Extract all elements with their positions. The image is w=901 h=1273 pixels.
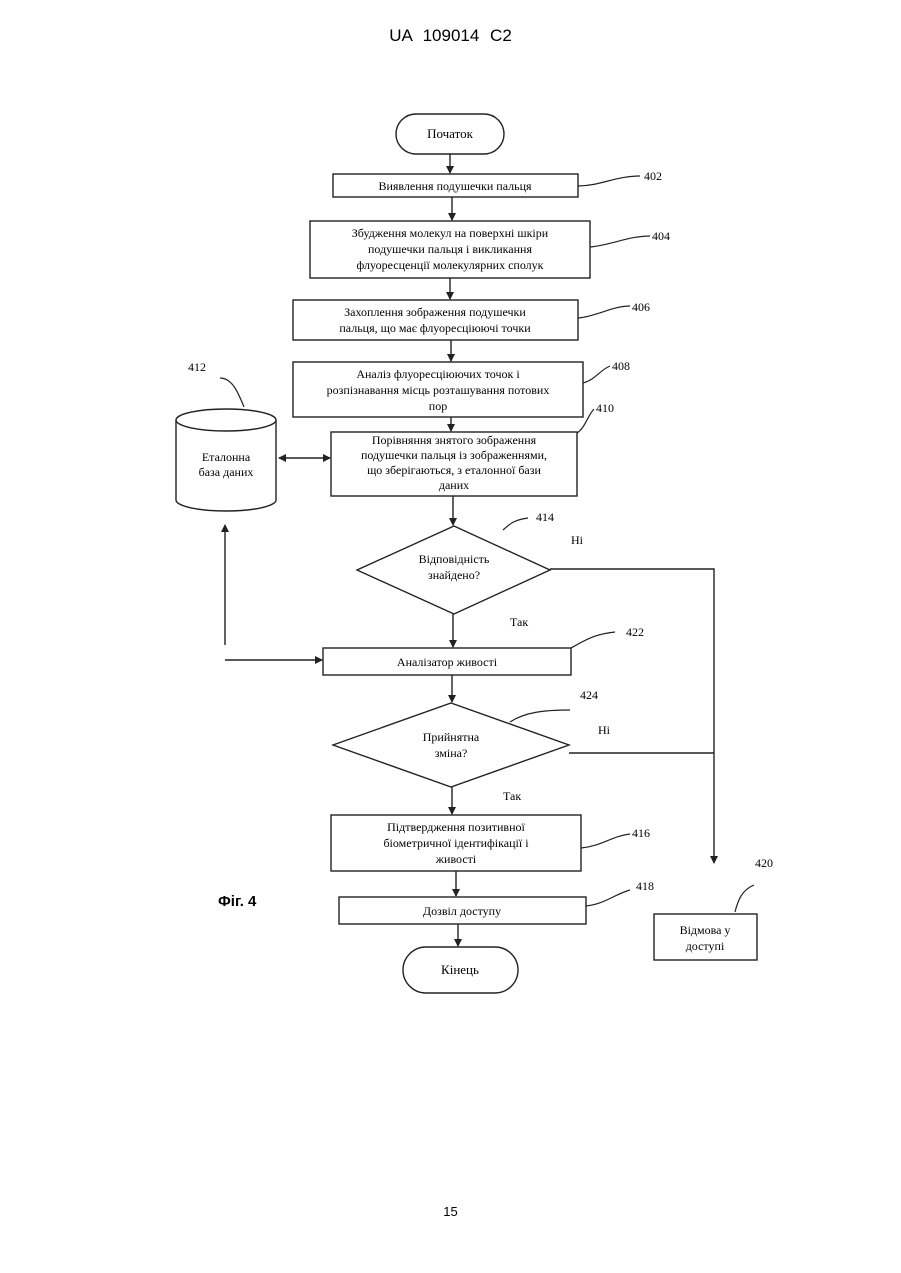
step-408-line-2: розпізнавання місць розташування потових [327,383,550,397]
decision-414: Відповідність знайдено? 414 Ні Так [357,510,584,629]
ref-420: 420 [755,856,773,870]
ref-404: 404 [652,229,670,243]
decision-414-line-1: Відповідність [419,552,490,566]
step-410-line-4: даних [439,478,469,492]
step-420: Відмова у доступі 420 [654,856,773,960]
ref-424: 424 [580,688,598,702]
ref-410: 410 [596,401,614,415]
step-416: Підтвердження позитивної біометричної ід… [331,815,650,871]
start-label: Початок [427,126,474,141]
step-416-line-3: живості [435,852,477,866]
ref-422: 422 [626,625,644,639]
decision-414-yes-label: Так [510,615,528,629]
step-404: Збудження молекул на поверхні шкіри поду… [310,221,670,278]
ref-418: 418 [636,879,654,893]
step-422: Аналізатор живості 422 [323,625,644,675]
decision-424-line-2: зміна? [435,746,468,760]
figure-label: Фіг. 4 [218,893,256,910]
step-404-line-2: подушечки пальця і викликання [368,242,532,256]
step-410-line-1: Порівняння знятого зображення [372,433,537,447]
step-410-line-3: що зберігаються, з еталонної бази [367,463,541,477]
step-418: Дозвіл доступу 418 [339,879,654,924]
ref-412: 412 [188,360,206,374]
step-420-line-2: доступі [686,939,725,953]
step-402: Виявлення подушечки пальця 402 [333,169,662,197]
page-number: 15 [0,1204,901,1219]
decision-424-line-1: Прийнятна [423,730,480,744]
ref-416: 416 [632,826,650,840]
end-terminator: Кінець [403,947,518,993]
step-408-line-1: Аналіз флуоресціюючих точок і [356,367,520,381]
step-418-text: Дозвіл доступу [423,904,501,918]
database-line-2: база даних [199,465,254,479]
step-402-text: Виявлення подушечки пальця [378,179,532,193]
decision-424: Прийнятна зміна? 424 Ні Так [333,688,611,803]
ref-406: 406 [632,300,650,314]
ref-414: 414 [536,510,554,524]
decision-424-yes-label: Так [503,789,521,803]
step-416-line-1: Підтвердження позитивної [387,820,525,834]
decision-424-no-label: Ні [598,723,611,737]
step-406: Захоплення зображення подушечки пальця, … [293,300,650,340]
step-404-line-3: флуоресценції молекулярних сполук [356,258,543,272]
step-406-line-2: пальця, що має флуоресціюючі точки [339,321,531,335]
start-terminator: Початок [396,114,504,154]
step-406-line-1: Захоплення зображення подушечки [344,305,526,319]
ref-408: 408 [612,359,630,373]
step-408-line-3: пор [429,399,447,413]
step-408: Аналіз флуоресціюючих точок і розпізнава… [293,359,630,417]
step-420-line-1: Відмова у [680,923,731,937]
step-410-line-2: подушечки пальця із зображеннями, [361,448,547,462]
step-416-line-2: біометричної ідентифікації і [383,836,529,850]
ref-402: 402 [644,169,662,183]
database-412: Еталонна база даних 412 [176,360,276,511]
decision-414-line-2: знайдено? [428,568,480,582]
database-line-1: Еталонна [202,450,251,464]
step-404-line-1: Збудження молекул на поверхні шкіри [352,226,549,240]
end-label: Кінець [441,962,479,977]
step-422-text: Аналізатор живості [397,655,498,669]
decision-414-no-label: Ні [571,533,584,547]
